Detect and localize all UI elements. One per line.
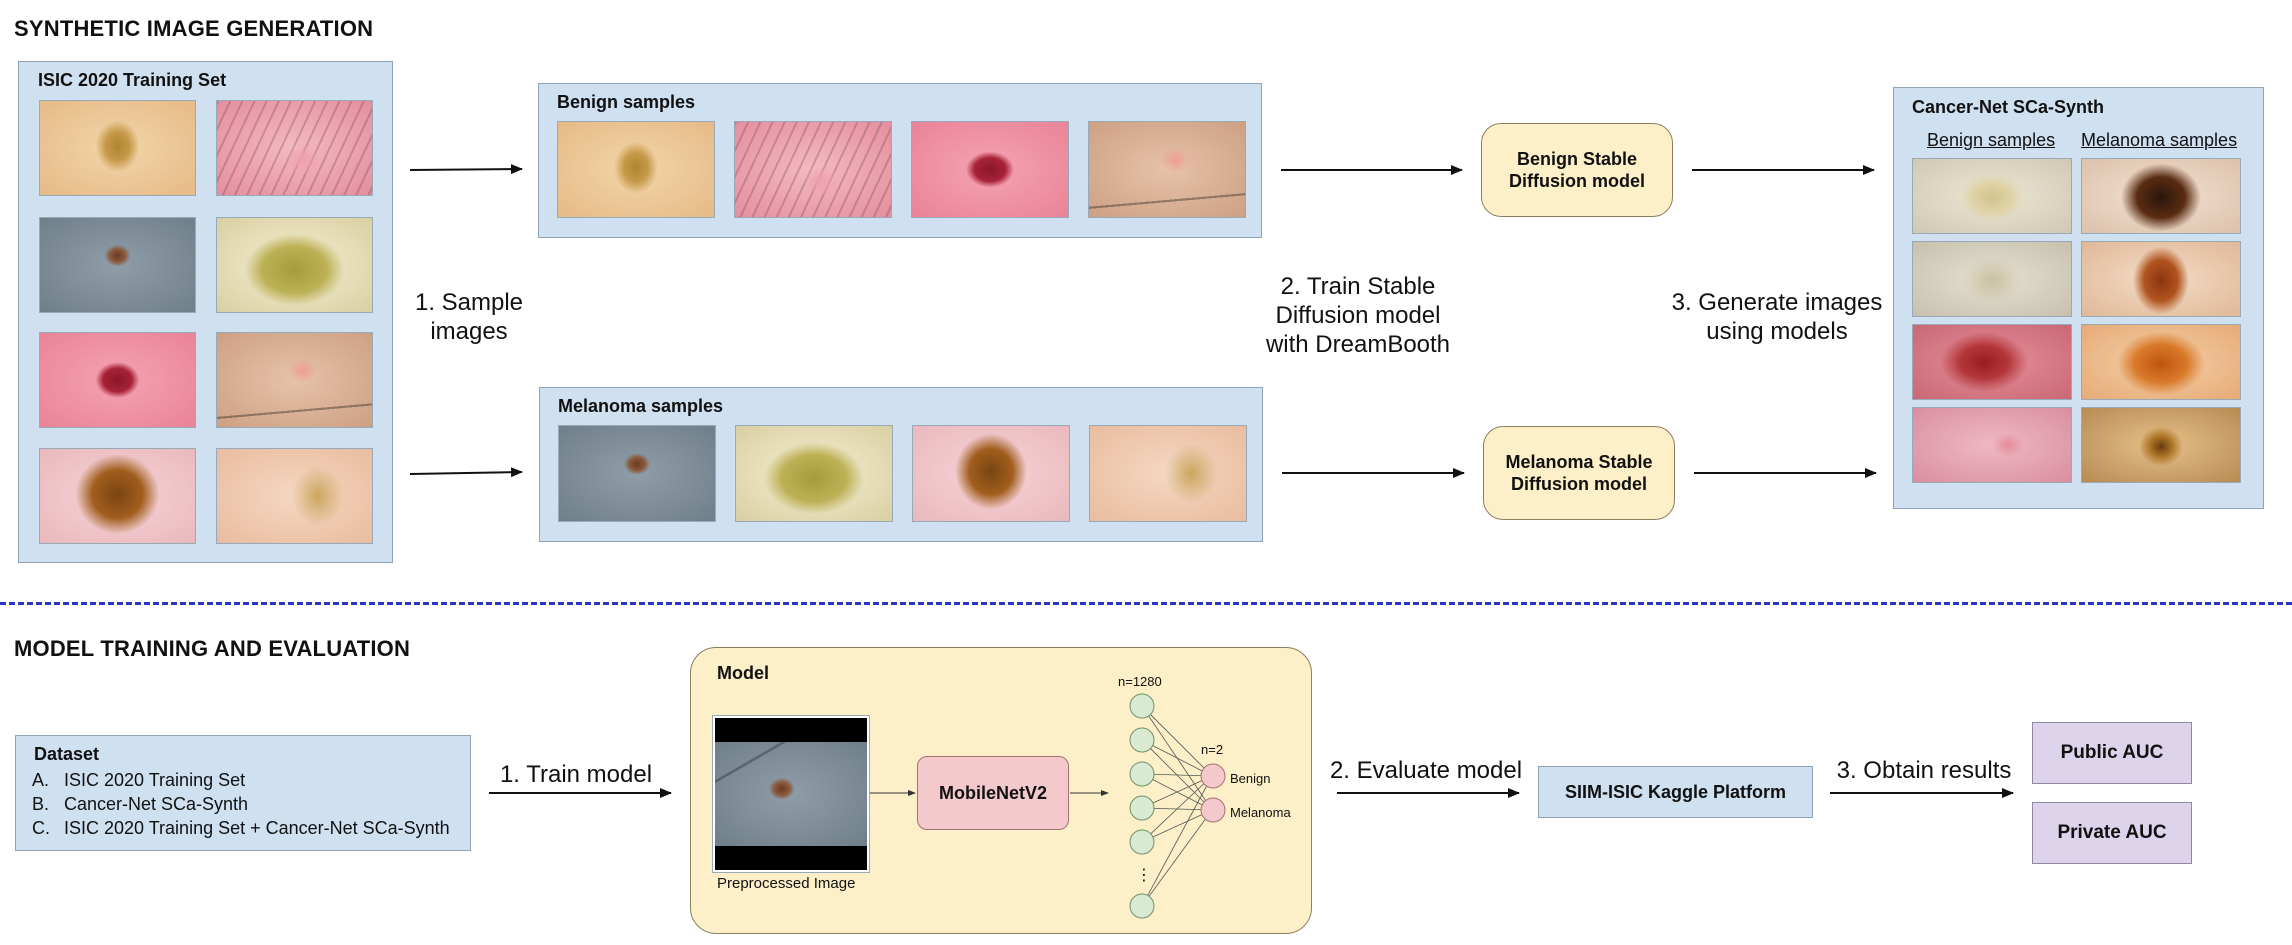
hidden-layer-size: n=1280	[1118, 674, 1162, 689]
dataset-panel: Dataset A. ISIC 2020 Training Set B. Cance…	[15, 735, 471, 851]
public-auc-result: Public AUC	[2032, 722, 2192, 784]
synthetic-lesion-image	[1912, 241, 2072, 317]
classifier-network	[1141, 705, 1213, 907]
hidden-node	[1129, 893, 1155, 919]
lesion-image	[911, 121, 1069, 218]
melanoma-samples-panel: Melanoma samples	[539, 387, 1263, 542]
lesion-image	[557, 121, 715, 218]
output-node-melanoma	[1200, 797, 1226, 823]
synthetic-lesion-image	[1912, 158, 2072, 234]
training-section-title: MODEL TRAINING AND EVALUATION	[14, 636, 411, 661]
output-layer-size: n=2	[1201, 742, 1224, 757]
benign-samples-panel: Benign samples	[538, 83, 1262, 238]
preprocessed-image	[713, 716, 869, 872]
hidden-node	[1129, 693, 1155, 719]
private-auc-result: Private AUC	[2032, 802, 2192, 864]
synthetic-lesion-image	[2081, 158, 2241, 234]
benign-diffusion-model-label: Benign Stable Diffusion model	[1509, 149, 1645, 191]
step-evaluate-model: 2. Evaluate model	[1329, 757, 1523, 784]
benign-diffusion-model: Benign Stable Diffusion model	[1481, 123, 1673, 217]
lesion-image	[558, 425, 716, 522]
synth-dataset-panel: Cancer-Net SCa-Synth Benign samples Mela…	[1893, 87, 2264, 509]
hidden-node	[1129, 727, 1155, 753]
dataset-item-b: B. Cancer-Net SCa-Synth	[32, 794, 248, 815]
dataset-item-letter: C.	[32, 818, 50, 838]
hidden-node	[1129, 829, 1155, 855]
synthetic-lesion-image	[2081, 407, 2241, 483]
output-label-benign: Benign	[1230, 771, 1271, 786]
dataset-item-text: Cancer-Net SCa-Synth	[64, 794, 249, 814]
arrow-to-benign	[409, 164, 523, 175]
lesion-image	[39, 100, 196, 196]
lesion-image	[1089, 425, 1247, 522]
preprocessed-image-label: Preprocessed Image	[717, 875, 856, 892]
public-auc-label: Public AUC	[2060, 742, 2164, 763]
lesion-image	[39, 217, 196, 313]
model-title: Model	[717, 663, 769, 683]
lesion-image	[216, 217, 373, 313]
step-train-model: 1. Train model	[499, 761, 653, 788]
dataset-item-text: ISIC 2020 Training Set	[64, 770, 246, 790]
synthetic-lesion-image	[1912, 324, 2072, 400]
dataset-item-a: A. ISIC 2020 Training Set	[32, 770, 245, 791]
synthetic-lesion-image	[2081, 324, 2241, 400]
synth-dataset-title: Cancer-Net SCa-Synth	[1912, 97, 2105, 117]
hidden-nodes	[1129, 693, 1155, 919]
hidden-node	[1129, 761, 1155, 787]
arrow-to-melanoma	[409, 467, 523, 478]
section-divider	[0, 602, 2292, 605]
hidden-node	[1129, 795, 1155, 821]
step-sample-images: 1. Sample images	[414, 289, 524, 345]
synthesis-section-title: SYNTHETIC IMAGE GENERATION	[14, 16, 374, 41]
synthetic-lesion-image	[2081, 241, 2241, 317]
dataset-title: Dataset	[34, 744, 100, 764]
dataset-item-c: C. ISIC 2020 Training Set + Cancer-Net SC…	[32, 818, 450, 839]
step-train-stable-diffusion: 2. Train Stable Diffusion model with Dre…	[1265, 273, 1451, 358]
kaggle-platform: SIIM-ISIC Kaggle Platform	[1538, 766, 1813, 818]
output-nodes	[1200, 763, 1226, 823]
lesion-image	[216, 332, 373, 428]
synth-melanoma-label: Melanoma samples	[2081, 130, 2238, 150]
model-container: Model Preprocessed Image MobileNetV2 n=1…	[690, 647, 1312, 934]
lesion-image	[216, 100, 373, 196]
training-set-title: ISIC 2020 Training Set	[38, 70, 227, 90]
step-obtain-results: 3. Obtain results	[1836, 757, 2012, 784]
mobilenet-backbone-label: MobileNetV2	[938, 782, 1048, 803]
mobilenet-backbone: MobileNetV2	[917, 756, 1069, 830]
step-generate-images: 3. Generate images using models	[1671, 289, 1883, 345]
lesion-image	[912, 425, 1070, 522]
lesion-image	[39, 332, 196, 428]
output-label-melanoma: Melanoma	[1230, 805, 1291, 820]
dataset-item-text: ISIC 2020 Training Set + Cancer-Net SCa-…	[64, 818, 450, 838]
training-set-panel: ISIC 2020 Training Set	[18, 61, 393, 563]
lesion-image	[216, 448, 373, 544]
melanoma-diffusion-model-label: Melanoma Stable Diffusion model	[1505, 452, 1653, 494]
lesion-image	[39, 448, 196, 544]
kaggle-platform-label: SIIM-ISIC Kaggle Platform	[1564, 781, 1787, 802]
dataset-item-letter: B.	[32, 794, 50, 814]
output-node-benign	[1200, 763, 1226, 789]
synthetic-lesion-image	[1912, 407, 2072, 483]
lesion-image	[715, 742, 867, 846]
melanoma-diffusion-model: Melanoma Stable Diffusion model	[1483, 426, 1675, 520]
lesion-image	[1088, 121, 1246, 218]
lesion-image	[734, 121, 892, 218]
private-auc-label: Private AUC	[2057, 822, 2167, 843]
hidden-ellipsis: ⋮	[1136, 867, 1152, 884]
synth-benign-label: Benign samples	[1927, 130, 2056, 150]
lesion-image	[735, 425, 893, 522]
dataset-item-letter: A.	[32, 770, 50, 790]
melanoma-samples-title: Melanoma samples	[558, 396, 724, 416]
benign-samples-title: Benign samples	[557, 92, 696, 112]
